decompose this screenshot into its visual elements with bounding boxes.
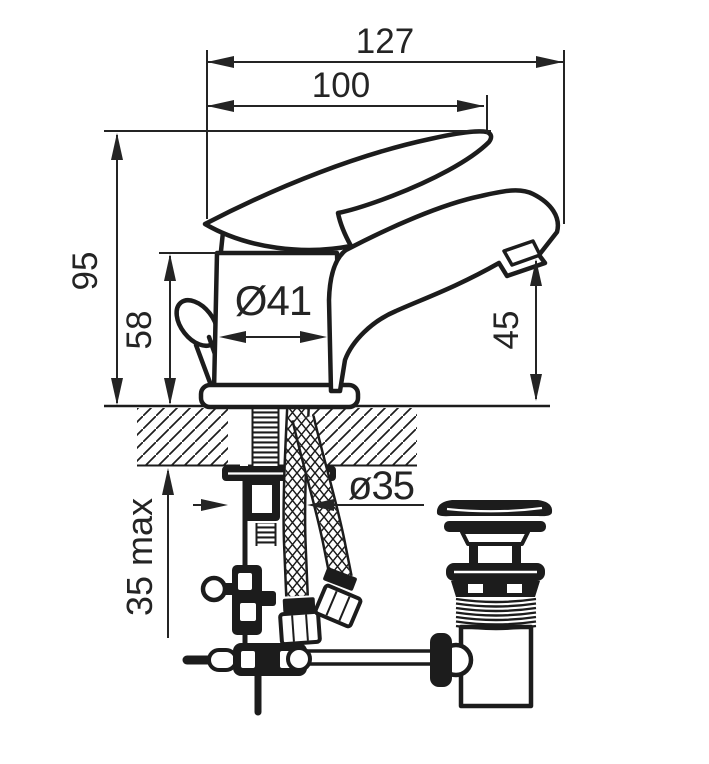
hose-right-nut <box>313 583 363 629</box>
mounting-hardware <box>222 407 336 546</box>
supply-hoses <box>278 406 363 647</box>
overall-height-label: 95 <box>66 252 105 291</box>
drain-stem-right <box>512 543 521 566</box>
dim-total-length: 127 <box>206 22 565 224</box>
hose-right-braid <box>293 415 351 580</box>
drain-assembly <box>430 500 553 709</box>
mount-hole-label: ø35 <box>348 464 414 508</box>
spout-aerator <box>502 239 542 267</box>
dim-body-height: 58 <box>120 252 220 405</box>
faucet: Ø41 <box>174 129 561 410</box>
countertop-hatch-right <box>309 408 417 465</box>
swivel-right-pivot <box>286 646 312 672</box>
stud-thread-tail <box>256 523 276 546</box>
hose-right-collar <box>323 567 357 591</box>
drain-cap-disc <box>444 521 546 532</box>
body-diameter-label: Ø41 <box>235 277 311 324</box>
drain-cap-neck <box>460 530 530 546</box>
lift-rod-upper <box>240 407 248 480</box>
horizontal-pull-rod <box>303 649 435 666</box>
dim-deck-thickness: 35 max <box>119 468 174 638</box>
drain-plug-cap <box>436 500 553 517</box>
drain-tailpiece <box>458 624 534 709</box>
body-height-label: 58 <box>120 311 159 350</box>
dim-overall-height: 95 <box>66 130 491 405</box>
hose-left-nut <box>278 609 322 647</box>
dim-upper-length: 100 <box>207 66 488 134</box>
dim-mount-hole: ø35 <box>193 464 424 511</box>
total-length-label: 127 <box>356 22 414 61</box>
dim-spout-clearance: 45 <box>487 259 542 401</box>
pop-up-linkage <box>182 479 435 716</box>
spout-clearance-label: 45 <box>487 311 526 350</box>
dim-body-diameter: Ø41 <box>219 277 327 343</box>
clamp-ball-knob <box>200 575 228 603</box>
drain-stem-left <box>469 543 478 566</box>
swivel-left-pivot <box>207 648 238 672</box>
deck-thickness-label: 35 max <box>119 498 160 616</box>
faucet-spout <box>326 188 561 394</box>
countertop-hatch-left <box>137 408 228 465</box>
drain-lever-boss <box>430 633 452 687</box>
hose-left-collar <box>282 597 316 613</box>
faucet-base-flange <box>198 382 361 410</box>
faucet-lever-handle <box>202 129 494 253</box>
drain-threads <box>455 597 537 631</box>
drain-body-collar <box>451 581 540 597</box>
upper-length-label: 100 <box>312 66 370 105</box>
threaded-stud <box>252 407 279 468</box>
countertop-section <box>104 404 550 467</box>
